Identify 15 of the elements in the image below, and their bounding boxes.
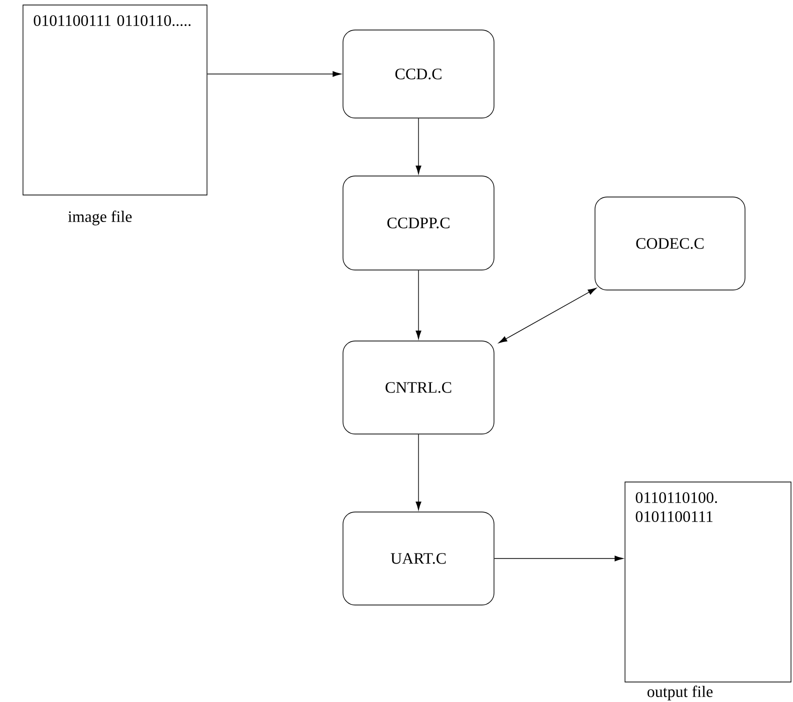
process-box: CCDPP.C [342,176,494,270]
file-caption: image file [68,210,132,226]
process-box: CCD.C [342,30,494,118]
arrow [207,71,342,77]
arrow [498,288,596,344]
arrow [416,270,422,340]
file-box: 0101100111 0110110..... [22,4,208,196]
file-box: 0110110100. 0101100111 [624,482,792,682]
process-box: UART.C [342,512,494,606]
arrow [416,118,422,174]
arrow [416,434,422,510]
process-box: CNTRL.C [342,340,494,434]
process-box: CODEC.C [594,196,746,290]
file-caption: output file [648,686,713,700]
arrow [494,556,624,562]
